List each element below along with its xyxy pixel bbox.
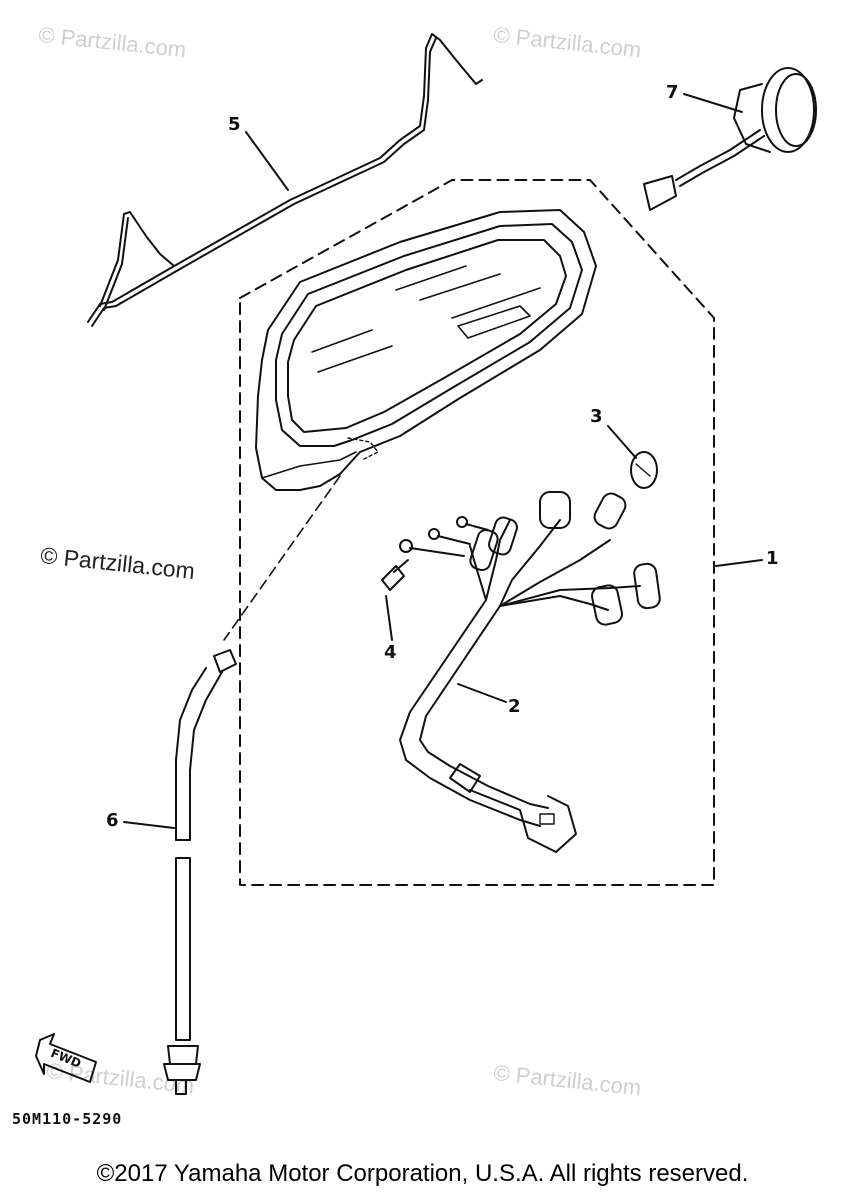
fwd-arrow-icon	[35, 1033, 97, 1083]
assembly-boundary	[239, 179, 715, 886]
callout-4: 4	[384, 642, 397, 663]
bulb	[630, 451, 658, 489]
diagram-code: 50M110-5290	[12, 1110, 123, 1128]
speedometer-cable	[163, 649, 237, 1095]
copyright-notice: ©2017 Yamaha Motor Corporation, U.S.A. A…	[96, 1160, 749, 1187]
screw	[381, 559, 409, 591]
sensor-unit	[643, 67, 817, 211]
callout-line-6	[123, 821, 175, 829]
callout-line-1	[715, 559, 763, 567]
callout-1: 1	[766, 548, 779, 569]
callout-2: 2	[508, 696, 521, 717]
callout-line-7	[683, 93, 743, 113]
cable-alignment-line	[223, 475, 341, 641]
wire-harness	[399, 491, 661, 853]
callout-7: 7	[666, 82, 679, 103]
callout-3: 3	[590, 406, 603, 427]
callout-6: 6	[106, 810, 119, 831]
callout-line-4	[385, 595, 393, 641]
callout-line-3	[607, 425, 637, 459]
callout-5: 5	[228, 114, 241, 135]
callout-line-5	[245, 131, 289, 191]
meter-housing	[255, 209, 597, 491]
callout-line-2	[457, 683, 507, 703]
bracket-wire	[87, 33, 483, 327]
